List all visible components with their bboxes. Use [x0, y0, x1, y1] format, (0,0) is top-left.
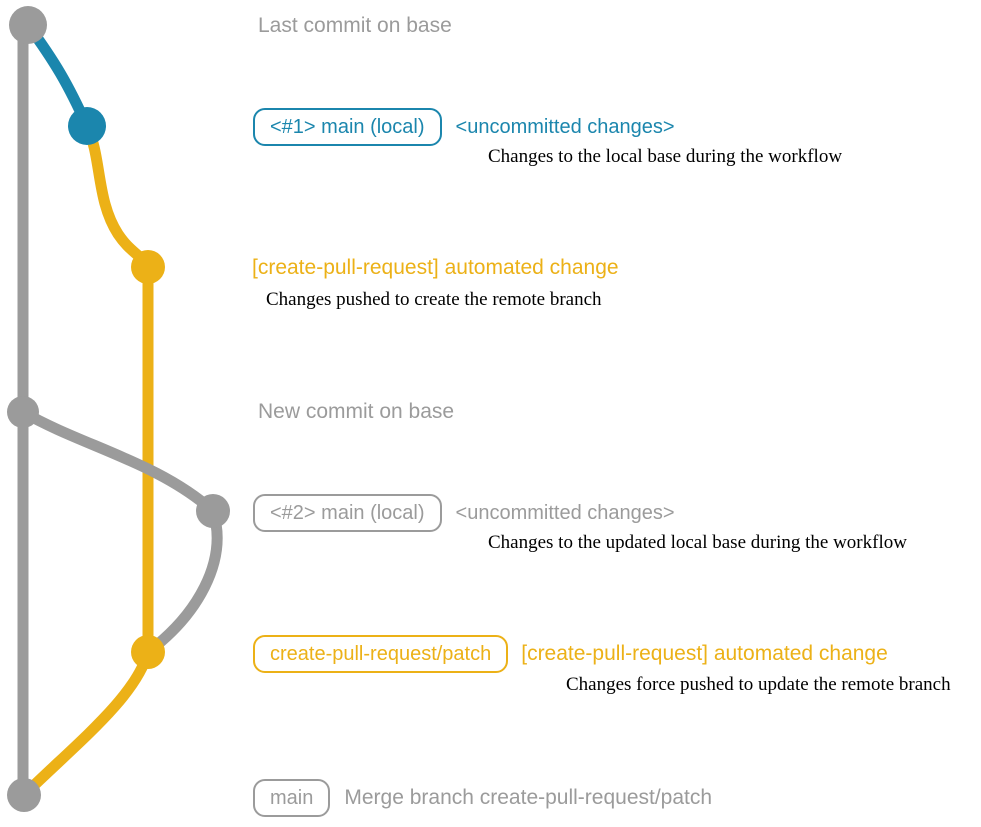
- commit-node-merge: [7, 778, 41, 812]
- rebase-edge-1: [17, 406, 219, 517]
- branch2-pill: <#2> main (local): [253, 494, 442, 532]
- branch1-status: <uncommitted changes>: [455, 115, 675, 138]
- branch2-status: <uncommitted changes>: [455, 501, 675, 524]
- branch1-row: <#1> main (local) <uncommitted changes>: [253, 108, 675, 146]
- patch-branch-edge-top: [81, 120, 154, 273]
- branch2-row: <#2> main (local) <uncommitted changes>: [253, 494, 675, 532]
- rebase-edge-2: [142, 505, 223, 658]
- last-commit-label: Last commit on base: [258, 14, 452, 37]
- branch2-desc: Changes to the updated local base during…: [488, 532, 907, 553]
- commit1-desc: Changes pushed to create the remote bran…: [266, 289, 602, 310]
- new-commit-label: New commit on base: [258, 400, 455, 423]
- patch-row: create-pull-request/patch [create-pull-r…: [253, 635, 888, 673]
- commit-node-local-main-2: [196, 494, 230, 528]
- merge-desc: Merge branch create-pull-request/patch: [344, 786, 713, 809]
- branch1-pill: <#1> main (local): [253, 108, 442, 146]
- commit-node-base-last: [9, 6, 47, 44]
- commit2-title: [create-pull-request] automated change: [521, 642, 888, 665]
- merge-row: main Merge branch create-pull-request/pa…: [253, 779, 712, 817]
- commit-node-patch-2: [131, 635, 165, 669]
- patch-branch-pill: create-pull-request/patch: [253, 635, 509, 673]
- merge-branch-pill: main: [253, 779, 331, 817]
- commit-node-patch-1: [131, 250, 165, 284]
- patch-merge-edge: [18, 646, 154, 801]
- branch1-desc: Changes to the local base during the wor…: [488, 146, 843, 167]
- commit-node-base-new: [7, 396, 39, 428]
- commit-node-local-main-1: [68, 107, 106, 145]
- commit1-title: [create-pull-request] automated change: [252, 256, 619, 279]
- commit2-desc: Changes force pushed to update the remot…: [566, 674, 951, 695]
